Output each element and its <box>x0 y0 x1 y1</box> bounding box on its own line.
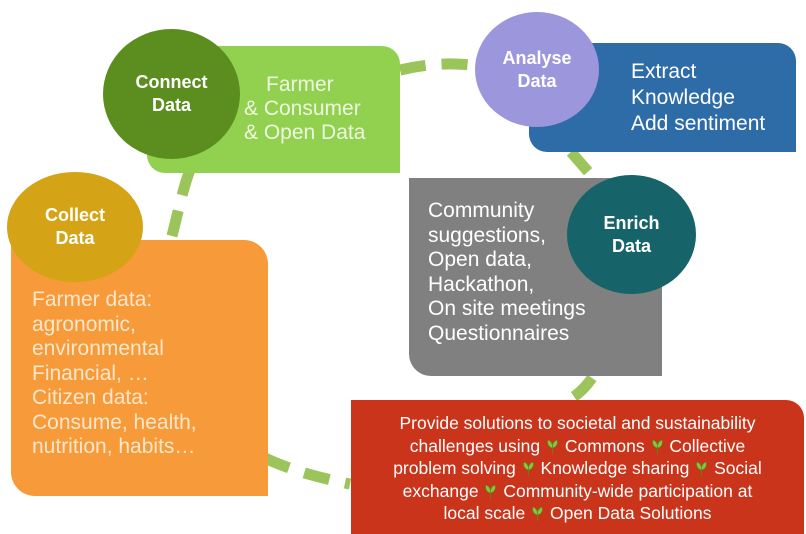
solutions-line: Provide solutions to societal and sustai… <box>357 412 798 435</box>
analyse-line: Knowledge <box>631 86 735 109</box>
connect-line: Farmer <box>266 73 334 96</box>
enrich-data-circle: Enrich Data <box>567 175 696 294</box>
collect-line: environmental <box>32 337 164 360</box>
solutions-text: Provide solutions to societal and sustai… <box>399 413 756 433</box>
analyse-data-circle: Analyse Data <box>475 12 599 127</box>
connect-line: & Consumer <box>244 97 361 120</box>
analyse-line: Extract <box>631 60 697 83</box>
collect-line: agronomic, <box>32 312 136 336</box>
solutions-box: Provide solutions to societal and sustai… <box>351 400 804 534</box>
collect-data-box: Farmer data: agronomic, environmental Fi… <box>11 240 268 496</box>
enrich-title-line: Data <box>611 235 651 256</box>
solutions-text: Collective <box>669 435 746 456</box>
solutions-text: Knowledge sharing <box>540 458 690 478</box>
collect-line: Consume, health, <box>32 410 197 434</box>
collect-title-line: Data <box>55 228 95 248</box>
enrich-line: On site meetings <box>428 297 586 320</box>
enrich-line: suggestions, <box>428 223 546 247</box>
leaf-icon <box>485 484 497 499</box>
connect-line: & Open Data <box>244 121 366 144</box>
solutions-text: problem solving <box>393 458 516 478</box>
solutions-text: Open Data Solutions <box>549 503 712 523</box>
solutions-line: exchange Community-wide participation at <box>357 480 798 503</box>
collect-line: Farmer data: <box>32 288 153 311</box>
analyse-title-line: Analyse <box>502 47 572 68</box>
collect-title-line: Collect <box>44 205 105 225</box>
collect-line: nutrition, habits… <box>32 435 196 458</box>
solutions-text: Commons <box>564 435 645 456</box>
collect-line: Citizen data: <box>32 386 149 409</box>
enrich-line: Open data, <box>428 248 532 271</box>
solutions-line: local scale Open Data Solutions <box>357 502 798 525</box>
enrich-title-line: Enrich <box>603 212 660 233</box>
solutions-text: Community-wide participation at <box>503 480 753 501</box>
solutions-text: Social <box>714 458 762 478</box>
leaf-icon <box>651 439 663 454</box>
solutions-line: challenges using Commons Collective <box>357 435 798 458</box>
leaf-icon <box>522 462 534 476</box>
enrich-line: Hackathon, <box>428 272 535 296</box>
solutions-line: problem solving Knowledge sharing Social <box>357 457 798 480</box>
connect-title-line: Data <box>151 95 191 115</box>
connect-data-circle: Connect Data <box>103 29 240 159</box>
solutions-text: challenges using <box>409 435 541 456</box>
enrich-line: Community <box>428 199 535 222</box>
leaf-icon <box>532 507 543 521</box>
solutions-text: local scale <box>443 503 526 523</box>
solutions-text: exchange <box>402 480 479 501</box>
collect-data-circle: Collect Data <box>7 172 143 282</box>
analyse-line: Add sentiment <box>631 112 766 135</box>
connect-title-line: Connect <box>135 72 208 92</box>
enrich-line: Questionnaires <box>428 321 570 345</box>
analyse-title-line: Data <box>517 70 557 91</box>
leaf-icon <box>696 462 708 476</box>
collect-line: Financial, … <box>32 361 149 385</box>
leaf-icon <box>547 439 558 454</box>
